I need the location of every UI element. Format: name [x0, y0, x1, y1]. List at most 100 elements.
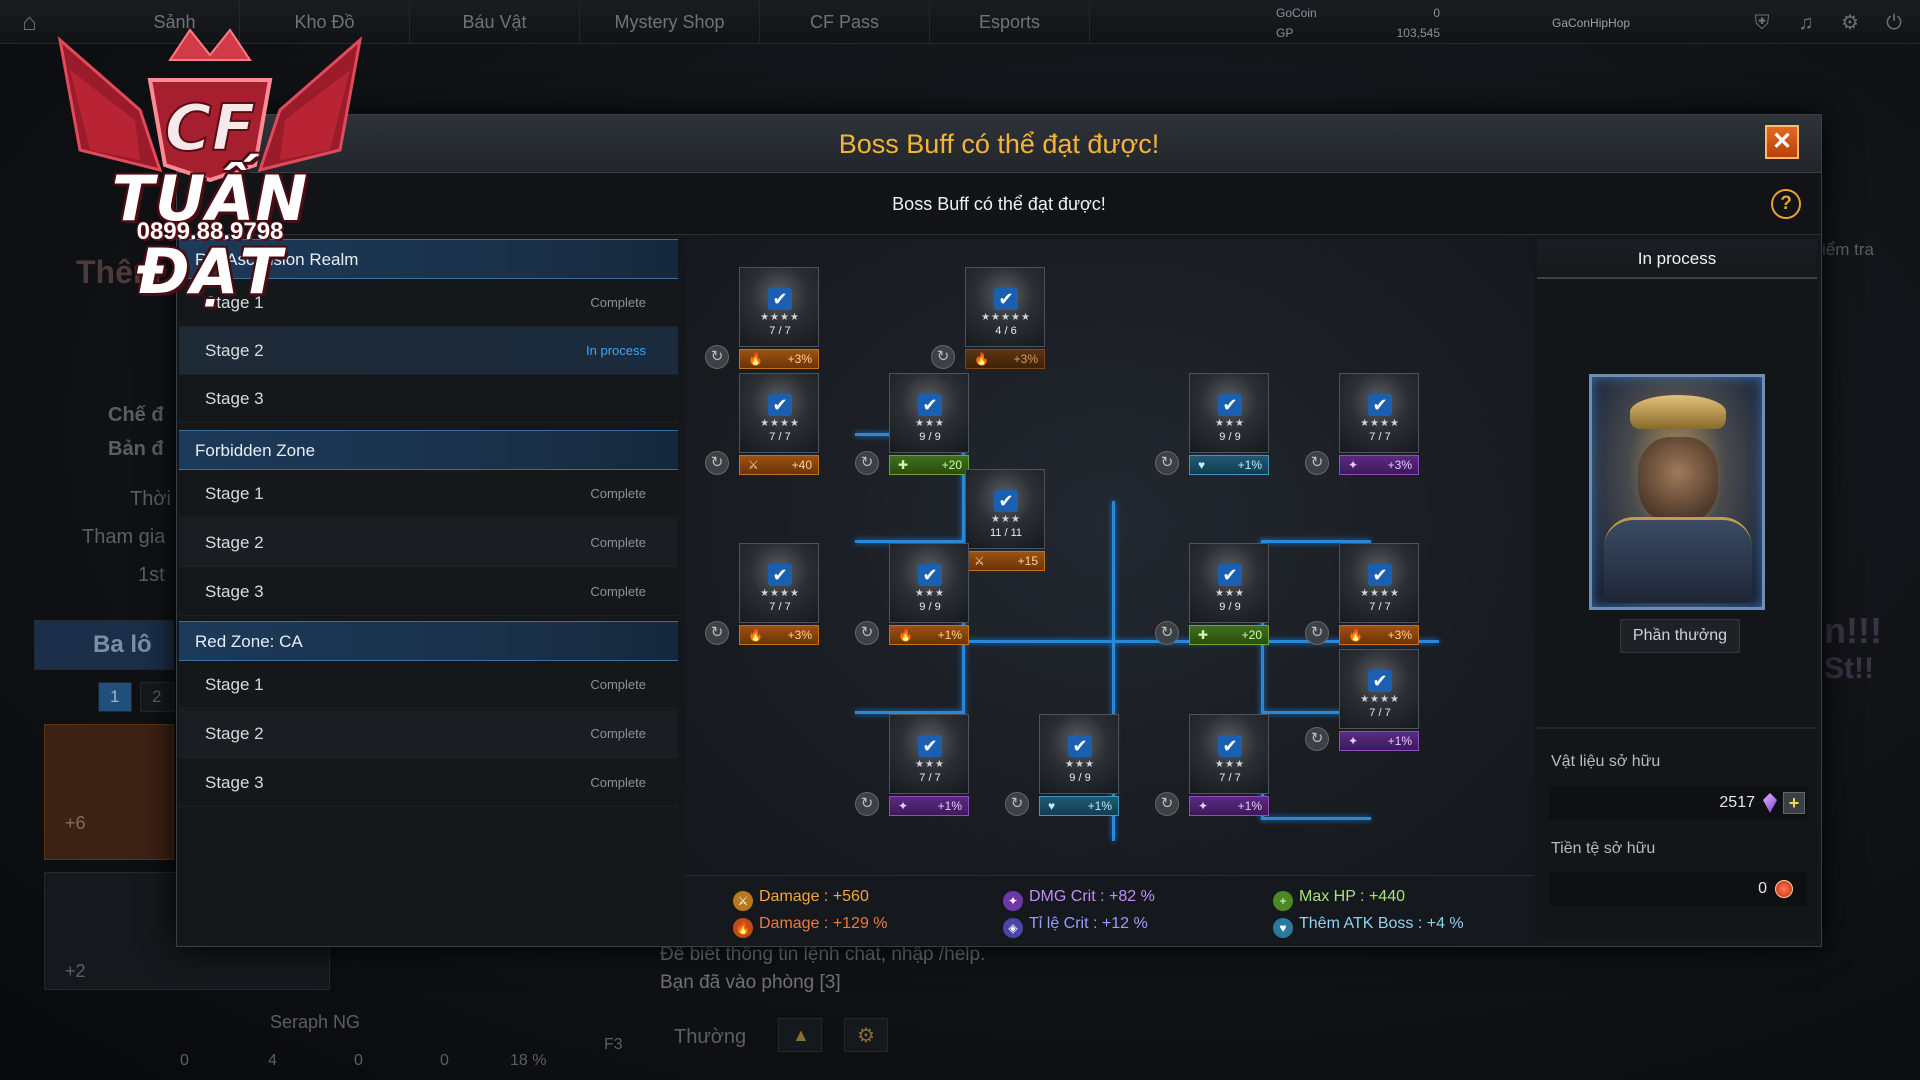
- reset-icon[interactable]: ↻: [1305, 451, 1329, 475]
- chat-mode-select[interactable]: Thường: [674, 1026, 747, 1048]
- buff-badge: ⚔+40: [739, 455, 819, 475]
- buff-badge: 🔥+1%: [889, 625, 969, 645]
- music-icon[interactable]: ♫: [1798, 12, 1814, 34]
- hp-plus-icon: ✚: [898, 458, 909, 472]
- add-materials-button[interactable]: +: [1783, 792, 1805, 814]
- buff-value: +1%: [1387, 734, 1412, 748]
- reset-icon[interactable]: ↻: [1155, 621, 1179, 645]
- reset-icon[interactable]: ↻: [1305, 727, 1329, 751]
- stage-label: Stage 2: [205, 341, 264, 360]
- node-progress: 7 / 7: [769, 325, 791, 337]
- tab-inventory[interactable]: Kho Đồ: [240, 0, 410, 44]
- reset-icon[interactable]: ↻: [855, 451, 879, 475]
- stage-row[interactable]: Stage 1 Complete: [179, 279, 678, 327]
- stage-row-selected[interactable]: Stage 2 In process: [179, 327, 678, 375]
- star-rating: ★★★: [1215, 418, 1245, 429]
- bg-left-title: Thêm: [76, 254, 162, 290]
- bag-page-1[interactable]: 1: [98, 682, 132, 712]
- buff-badge: ✦+1%: [889, 796, 969, 816]
- check-icon: ✔: [1368, 564, 1392, 586]
- power-icon[interactable]: ⏻: [1886, 12, 1902, 34]
- star-rating: ★★★: [915, 759, 945, 770]
- reward-button[interactable]: Phần thưởng: [1620, 619, 1740, 653]
- stat-boss-atk: ♥Thêm ATK Boss : +4 %: [1273, 915, 1464, 938]
- tab-mystery-shop[interactable]: Mystery Shop: [580, 0, 760, 44]
- zone-header-ascension[interactable]: RZ: Ascension Realm: [179, 239, 678, 279]
- close-button[interactable]: ✕: [1765, 125, 1799, 159]
- stage-row[interactable]: Stage 2 Complete: [179, 519, 678, 567]
- chat-line-2: Bạn đã vào phòng [3]: [660, 972, 841, 993]
- stage-row[interactable]: Stage 3 Complete: [179, 568, 678, 616]
- boss-portrait: ✔★★★7 / 7: [889, 714, 969, 794]
- buff-badge: ✚+20: [1189, 625, 1269, 645]
- gear-icon[interactable]: ⚙: [1841, 12, 1859, 34]
- boss-atk-icon: ♥: [1048, 799, 1056, 813]
- boss-portrait: ✔★★★★7 / 7: [739, 373, 819, 453]
- tab-lobby[interactable]: Sảnh: [110, 0, 240, 44]
- tab-esports[interactable]: Esports: [930, 0, 1090, 44]
- stage-row[interactable]: Stage 1 Complete: [179, 661, 678, 709]
- bag-header: Ba lô: [34, 620, 174, 670]
- bg-left-text-2: Bản đ: [108, 438, 164, 460]
- shield-icon[interactable]: ⛨: [1754, 12, 1770, 34]
- zone-header-forbidden[interactable]: Forbidden Zone: [179, 430, 678, 470]
- node-progress: 7 / 7: [769, 431, 791, 443]
- player-name: Seraph NG: [270, 1012, 361, 1032]
- node-progress: 11 / 11: [989, 527, 1022, 539]
- stage-row[interactable]: Stage 2 Complete: [179, 710, 678, 758]
- crit-icon: ✦: [1003, 891, 1023, 911]
- node-progress: 7 / 7: [1369, 431, 1391, 443]
- reset-icon[interactable]: ↻: [705, 621, 729, 645]
- reset-icon[interactable]: ↻: [1005, 792, 1029, 816]
- node-progress: 4 / 6: [995, 325, 1017, 337]
- reset-icon[interactable]: ↻: [1155, 451, 1179, 475]
- reset-icon[interactable]: ↻: [1305, 621, 1329, 645]
- reset-icon[interactable]: ↻: [855, 792, 879, 816]
- home-icon[interactable]: ⌂: [22, 9, 37, 36]
- stage-row[interactable]: Stage 3 Complete: [179, 759, 678, 807]
- stage-status: Complete: [590, 726, 646, 741]
- logo-title: TUẤN ĐẠT: [111, 162, 309, 308]
- bag-page-2[interactable]: 2: [140, 682, 174, 712]
- reset-icon[interactable]: ↻: [705, 451, 729, 475]
- reward-character-card[interactable]: [1589, 374, 1765, 610]
- star-rating: ★★★★★: [981, 312, 1031, 323]
- stage-row[interactable]: Stage 3: [179, 375, 678, 423]
- zone-header-red-zone[interactable]: Red Zone: CA: [179, 621, 678, 661]
- chat-settings-button[interactable]: ⚙: [844, 1018, 888, 1052]
- check-icon: ✔: [1218, 394, 1242, 416]
- stage-label: Stage 1: [205, 293, 264, 312]
- tree-link: [1261, 540, 1371, 543]
- star-rating: ★★★: [915, 418, 945, 429]
- node-progress: 9 / 9: [1219, 431, 1241, 443]
- reset-icon[interactable]: ↻: [1155, 792, 1179, 816]
- chat-mode-up-button[interactable]: ▲: [778, 1018, 822, 1052]
- materials-field: 2517 +: [1549, 786, 1807, 820]
- reset-icon[interactable]: ↻: [931, 345, 955, 369]
- slot-1-count: +6: [65, 813, 86, 833]
- stage-row[interactable]: Stage 1 Complete: [179, 470, 678, 518]
- dialog-subheader: Boss Buff có thể đạt được! ?: [177, 173, 1821, 235]
- boss-portrait: ✔★★★★7 / 7: [1339, 373, 1419, 453]
- buff-badge: ✦+1%: [1339, 731, 1419, 751]
- stage-label: Stage 2: [205, 533, 264, 552]
- boss-portrait: ✔★★★9 / 9: [1189, 543, 1269, 623]
- buff-badge: 🔥+3%: [739, 625, 819, 645]
- tab-treasure[interactable]: Báu Vật: [410, 0, 580, 44]
- tab-cf-pass[interactable]: CF Pass: [760, 0, 930, 44]
- star-rating: ★★★★: [1360, 694, 1400, 705]
- star-rating: ★★★: [1215, 759, 1245, 770]
- flame-icon: 🔥: [733, 918, 753, 938]
- reset-icon[interactable]: ↻: [855, 621, 879, 645]
- bag-slot-1[interactable]: +6: [44, 724, 174, 860]
- boss-atk-icon: ♥: [1273, 918, 1293, 938]
- chevron-up-icon: ▲: [792, 1025, 810, 1045]
- check-icon: ✔: [1218, 564, 1242, 586]
- reset-icon[interactable]: ↻: [705, 345, 729, 369]
- footer-percent: 18 %: [510, 1052, 547, 1069]
- boss-portrait: ✔★★★★7 / 7: [739, 543, 819, 623]
- bg-left-text-5: 1st: [138, 564, 165, 586]
- star-rating: ★★★: [915, 588, 945, 599]
- help-button[interactable]: ?: [1771, 189, 1801, 219]
- check-icon: ✔: [918, 735, 942, 757]
